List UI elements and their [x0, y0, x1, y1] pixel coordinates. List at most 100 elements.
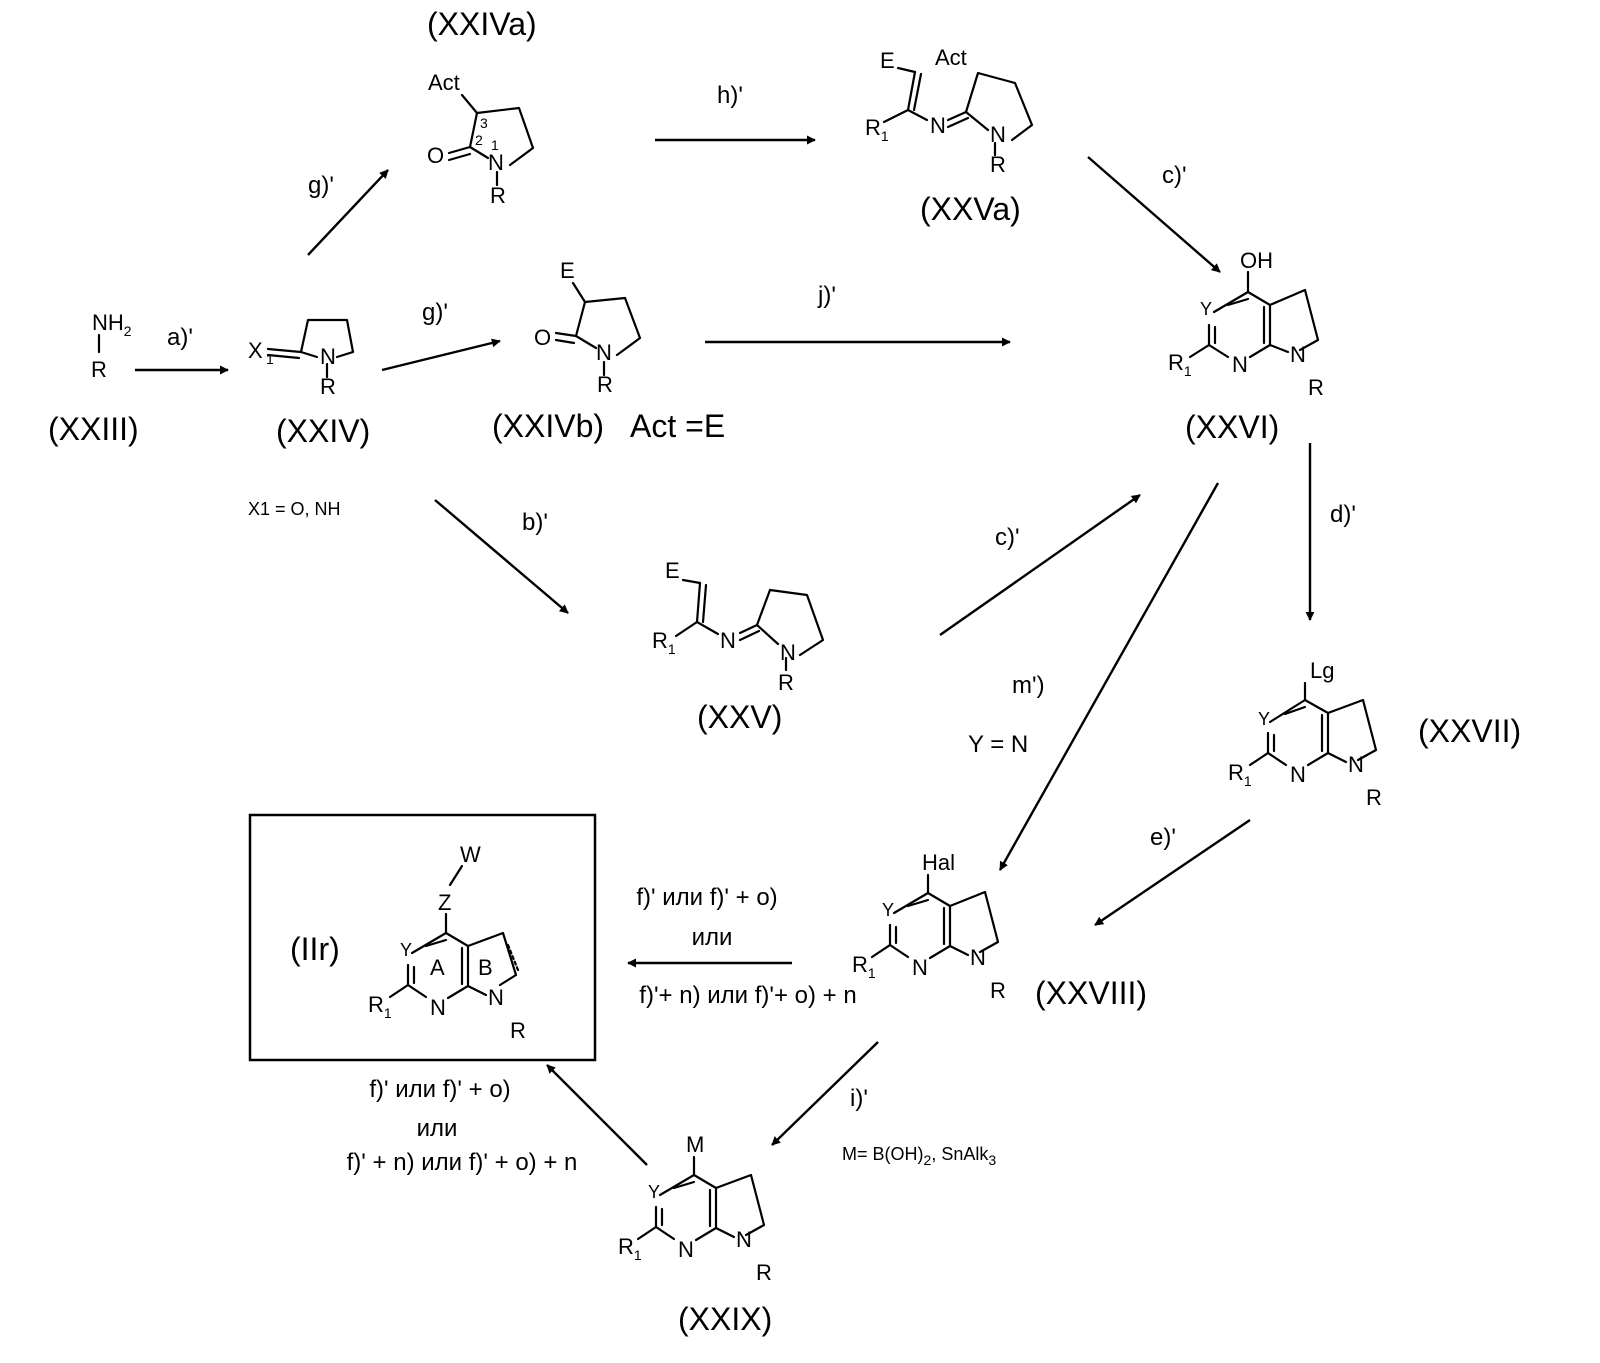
atom-n-ring: N: [1348, 752, 1364, 777]
atom-r: R: [320, 374, 336, 399]
label-xxvi: (XXVI): [1185, 409, 1279, 445]
atom-y: Y: [400, 940, 412, 960]
atom-n: N: [488, 150, 504, 175]
notes: X1 = O, NH Y = N M= B(OH)2, SnAlk3: [248, 499, 1028, 1168]
atom-r: R: [1308, 375, 1324, 400]
bond: [390, 985, 408, 997]
bond-double: [556, 340, 574, 343]
label-xxva: (XXVa): [920, 191, 1021, 227]
bond: [449, 147, 470, 153]
bond-double: [449, 154, 470, 160]
bond: [884, 110, 908, 122]
atom-n: N: [1232, 352, 1248, 377]
atom-r1: R1: [368, 992, 392, 1021]
bond: [757, 625, 778, 644]
atom-e: E: [665, 558, 680, 583]
atom-n: N: [320, 344, 336, 369]
atom-n: N: [930, 113, 946, 138]
compound-xxix: M Y R1 N N R (XXIX): [618, 1132, 772, 1337]
atom-x1: 1: [266, 351, 274, 367]
label-g-right: g)': [422, 299, 448, 326]
bond: [697, 583, 700, 622]
label-m: m'): [1012, 672, 1045, 699]
compound-xxivb: E O N R (XXIVb) Act =E: [492, 258, 725, 444]
bond: [1270, 345, 1288, 352]
bond: [576, 302, 585, 336]
bond: [470, 147, 488, 158]
label-f-low-1: f)' или f)' + o): [369, 1076, 510, 1103]
label-a: a)': [167, 324, 193, 351]
atom-m: M: [686, 1132, 704, 1157]
bond: [337, 352, 353, 357]
bond: [890, 945, 908, 957]
bond: [908, 110, 927, 120]
label-b: b)': [522, 509, 548, 536]
label-iir: (IIr): [290, 931, 340, 967]
bond: [1328, 753, 1346, 762]
bond: [697, 622, 718, 634]
label-f-low-2: или: [417, 1115, 458, 1142]
atom-y: Y: [1200, 299, 1212, 319]
atom-r: R: [510, 1018, 526, 1043]
ring-b-bonds: [1270, 290, 1318, 350]
atom-r: R: [756, 1260, 772, 1285]
arrow-c-top: [1088, 157, 1220, 272]
compound-xxviii: Hal Y R1 N N R (XXVIII): [852, 850, 1147, 1011]
atom-hal: Hal: [922, 850, 955, 875]
label-f-mid-3: f)'+ n) или f)'+ o) + n: [639, 982, 856, 1009]
atom-r1: R1: [652, 628, 676, 657]
ring-label-b: B: [478, 955, 493, 980]
atom-act: Act: [935, 45, 967, 70]
label-i: i)': [850, 1085, 868, 1112]
atom-e: E: [880, 48, 895, 73]
atom-r: R: [597, 372, 613, 397]
atom-n-ring: N: [488, 985, 504, 1010]
label-c-mid: c)': [995, 524, 1020, 551]
atom-r: R: [990, 152, 1006, 177]
label-f-low-3: f)' + n) или f)' + o) + n: [347, 1149, 578, 1176]
label-h: h)': [717, 82, 743, 109]
compound-xxva: E Act R1 N N R (XXVa): [865, 45, 1032, 227]
atom-n-ring: N: [970, 945, 986, 970]
bond: [740, 625, 757, 633]
label-xxiva: (XXIVa): [427, 6, 537, 42]
bond: [683, 580, 700, 583]
compound-xxv: E R1 N N R (XXV): [652, 558, 823, 735]
label-f-mid-1: f)' или f)' + o): [636, 884, 777, 911]
atom-n-ring: N: [1290, 342, 1306, 367]
ring-b-bonds: [716, 1175, 764, 1235]
compound-xxiva: (XXIVa) Act O N R 3 2 1: [427, 6, 537, 208]
compound-xxvi: OH Y R1 N N R (XXVI): [1168, 248, 1324, 445]
atom-x: X: [248, 338, 263, 363]
atom-n-ring: N: [736, 1227, 752, 1252]
bond: [1268, 753, 1286, 765]
label-xxiv: (XXIV): [276, 413, 370, 449]
position-1: 1: [491, 137, 499, 153]
label-f-mid-2: или: [692, 924, 733, 951]
label-xxv: (XXV): [697, 699, 782, 735]
bond: [576, 336, 596, 348]
atom-n: N: [596, 340, 612, 365]
bond: [408, 985, 426, 997]
atom-o: O: [427, 143, 444, 168]
bond: [950, 946, 968, 955]
note-y-eq-n: Y = N: [968, 731, 1028, 758]
atom-y: Y: [882, 900, 894, 920]
bond: [898, 68, 915, 72]
bond: [468, 986, 486, 995]
atom-r: R: [490, 183, 506, 208]
bond-double: [914, 74, 921, 110]
label-xxiii: (XXIII): [48, 411, 139, 447]
ring-label-a: A: [430, 955, 445, 980]
compound-xxvii: Lg Y R1 N N R (XXVII): [1228, 658, 1521, 810]
position-2: 2: [475, 132, 483, 148]
bond: [1209, 345, 1228, 357]
atom-act: Act: [428, 70, 460, 95]
compound-iir: (IIr) W Z Y A B R1 N N R: [250, 815, 595, 1060]
atom-n: N: [430, 995, 446, 1020]
atom-w: W: [460, 842, 481, 867]
atom-oh: OH: [1240, 248, 1273, 273]
atom-n-ring: N: [780, 640, 796, 665]
label-d: d)': [1330, 501, 1356, 528]
